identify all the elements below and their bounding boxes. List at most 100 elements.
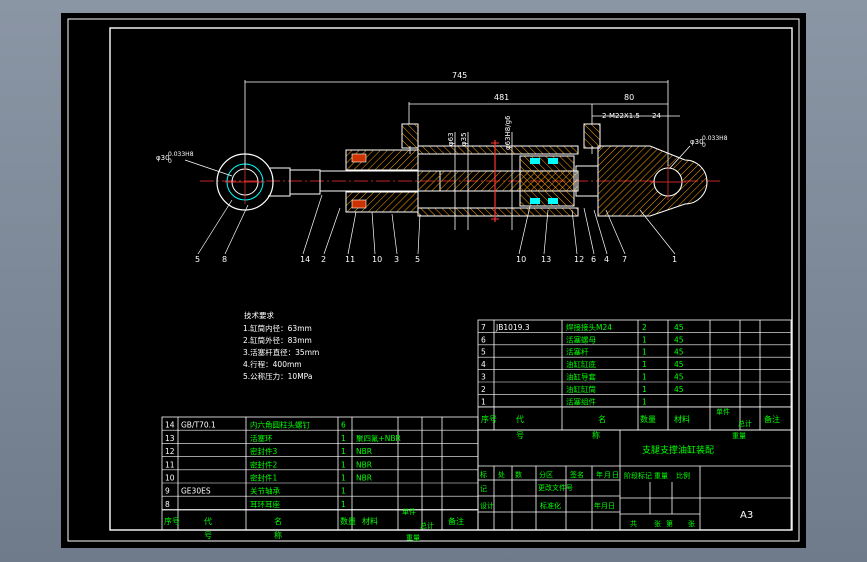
balloon-leader xyxy=(197,199,233,255)
tech-line: 5.公称压力：10MPa xyxy=(243,371,312,381)
bom-cell: 45 xyxy=(674,348,684,357)
bom-left-header: 材料 xyxy=(362,516,378,526)
oil-port-rear xyxy=(583,123,601,149)
dim-overall: 745 xyxy=(452,71,467,80)
dim-rear: 80 xyxy=(624,93,634,102)
tb-cell: 张 xyxy=(688,519,695,528)
barrel-top xyxy=(417,145,579,155)
bom-right-header: 代 xyxy=(516,414,524,424)
bom-cell: 11 xyxy=(165,460,175,469)
sheet-size: A3 xyxy=(740,510,753,521)
balloon-leader xyxy=(417,213,421,255)
balloon-label: 3 xyxy=(394,255,399,264)
balloon-label: 11 xyxy=(345,255,355,264)
bom-cell: 密封件2 xyxy=(250,459,277,469)
bom-cell: 1 xyxy=(341,487,346,496)
bom-cell: 活塞组件 xyxy=(566,396,596,406)
bom-cell: 密封件1 xyxy=(250,473,277,483)
balloon-label: 2 xyxy=(321,255,326,264)
tb-cell: 标 xyxy=(480,470,487,479)
dim-pin-left-tol-lower: 0 xyxy=(168,158,172,165)
oil-port-front xyxy=(401,123,419,149)
bom-cell: 耳环耳座 xyxy=(250,499,280,509)
dim-port: 2-M22X1.5 xyxy=(602,112,640,120)
bom-right-header: 序号 xyxy=(481,414,497,424)
balloon-leader xyxy=(593,209,608,255)
bom-right-header: 单件 xyxy=(716,407,730,416)
bom-left-header: 称 xyxy=(274,530,282,540)
bom-cell: 2 xyxy=(642,323,647,332)
balloon-label: 6 xyxy=(591,255,596,264)
bom-left-header: 数量 xyxy=(340,516,356,526)
bom-cell: 1 xyxy=(642,385,647,394)
bom-cell: 油缸导套 xyxy=(566,372,596,382)
bom-right-header: 称 xyxy=(592,430,600,440)
bom-left-header: 重量 xyxy=(406,534,420,542)
bom-right-header: 材料 xyxy=(674,414,690,424)
balloon-leader xyxy=(571,209,578,255)
tb-cell: 更改文件号 xyxy=(538,483,573,492)
balloon-leader xyxy=(391,213,398,255)
bom-left-header: 名 xyxy=(274,516,282,526)
dim-pin-left: φ30 xyxy=(156,154,170,162)
bom-cell: 1 xyxy=(341,434,346,443)
dim-pin-right-tol-lower: 0 xyxy=(702,142,706,149)
dim-pin-right: φ30 xyxy=(690,138,704,146)
bom-cell: 油缸缸底 xyxy=(566,359,596,369)
bom-cell: 密封件3 xyxy=(250,446,277,456)
dim-pin-right-tol: 0.033H8 xyxy=(702,135,728,142)
bom-right-header: 总计 xyxy=(738,419,752,428)
balloon-label: 5 xyxy=(195,255,200,264)
balloon-label: 12 xyxy=(574,255,584,264)
tb-cell: 标准化 xyxy=(540,501,561,510)
balloon-label: 10 xyxy=(516,255,526,264)
cylinder-assembly xyxy=(184,80,720,230)
bom-right-header: 重量 xyxy=(732,432,746,440)
bom-cell: 45 xyxy=(674,373,684,382)
bom-cell: 1 xyxy=(341,460,346,469)
dim-pin-left-tol: 0.033H8 xyxy=(168,151,194,158)
bom-cell: 12 xyxy=(165,447,175,456)
bom-cell: 关节轴承 xyxy=(250,486,280,496)
bom-cell: 1 xyxy=(642,348,647,357)
dim-dia3: φ63H8/g6 xyxy=(504,115,512,150)
balloon-leader xyxy=(605,209,626,255)
bom-cell: 2 xyxy=(481,385,486,394)
balloon-leader xyxy=(302,194,323,255)
balloon-label: 1 xyxy=(672,255,677,264)
bom-cell: 活塞螺母 xyxy=(566,334,596,344)
balloon-leader xyxy=(639,209,676,255)
balloon-leader xyxy=(583,207,595,255)
balloon-label: 10 xyxy=(372,255,382,264)
bom-cell: 3 xyxy=(481,373,486,382)
bom-right-header: 号 xyxy=(516,431,524,440)
dim-dia1: φ63 xyxy=(447,132,455,146)
dim-port-extra: 24 xyxy=(652,112,661,120)
barrel-bottom xyxy=(417,207,579,217)
bom-cell: 油缸缸筒 xyxy=(566,384,596,394)
bom-cell: 焊接接头M24 xyxy=(566,322,612,332)
drawing-name: 支腿支撑油缸装配 xyxy=(642,444,714,456)
tb-cell: 共 xyxy=(630,519,637,528)
tb-cell: 第 xyxy=(666,519,673,528)
bom-cell: 活塞环 xyxy=(250,433,273,443)
bom-cell: 1 xyxy=(341,500,346,509)
tech-line: 1.缸筒内径：63mm xyxy=(243,323,312,333)
balloon-label: 5 xyxy=(415,255,420,264)
tb-cell: 张 xyxy=(654,519,661,528)
bom-cell: JB1019.3 xyxy=(495,323,530,332)
balloon-leader xyxy=(224,204,249,255)
bom-right-header: 数量 xyxy=(640,414,656,424)
balloon-leader xyxy=(518,205,531,255)
bom-cell: 1 xyxy=(642,360,647,369)
tb-cell: 签名 xyxy=(570,470,584,479)
balloon-label: 13 xyxy=(541,255,551,264)
bom-cell: 1 xyxy=(642,373,647,382)
balloon-leader xyxy=(543,209,549,255)
bom-left-header: 号 xyxy=(204,531,212,540)
tech-heading: 技术要求 xyxy=(244,310,274,320)
balloon-leader xyxy=(371,211,376,255)
bom-cell: GE30ES xyxy=(181,487,211,496)
bom-cell: NBR xyxy=(356,460,372,469)
